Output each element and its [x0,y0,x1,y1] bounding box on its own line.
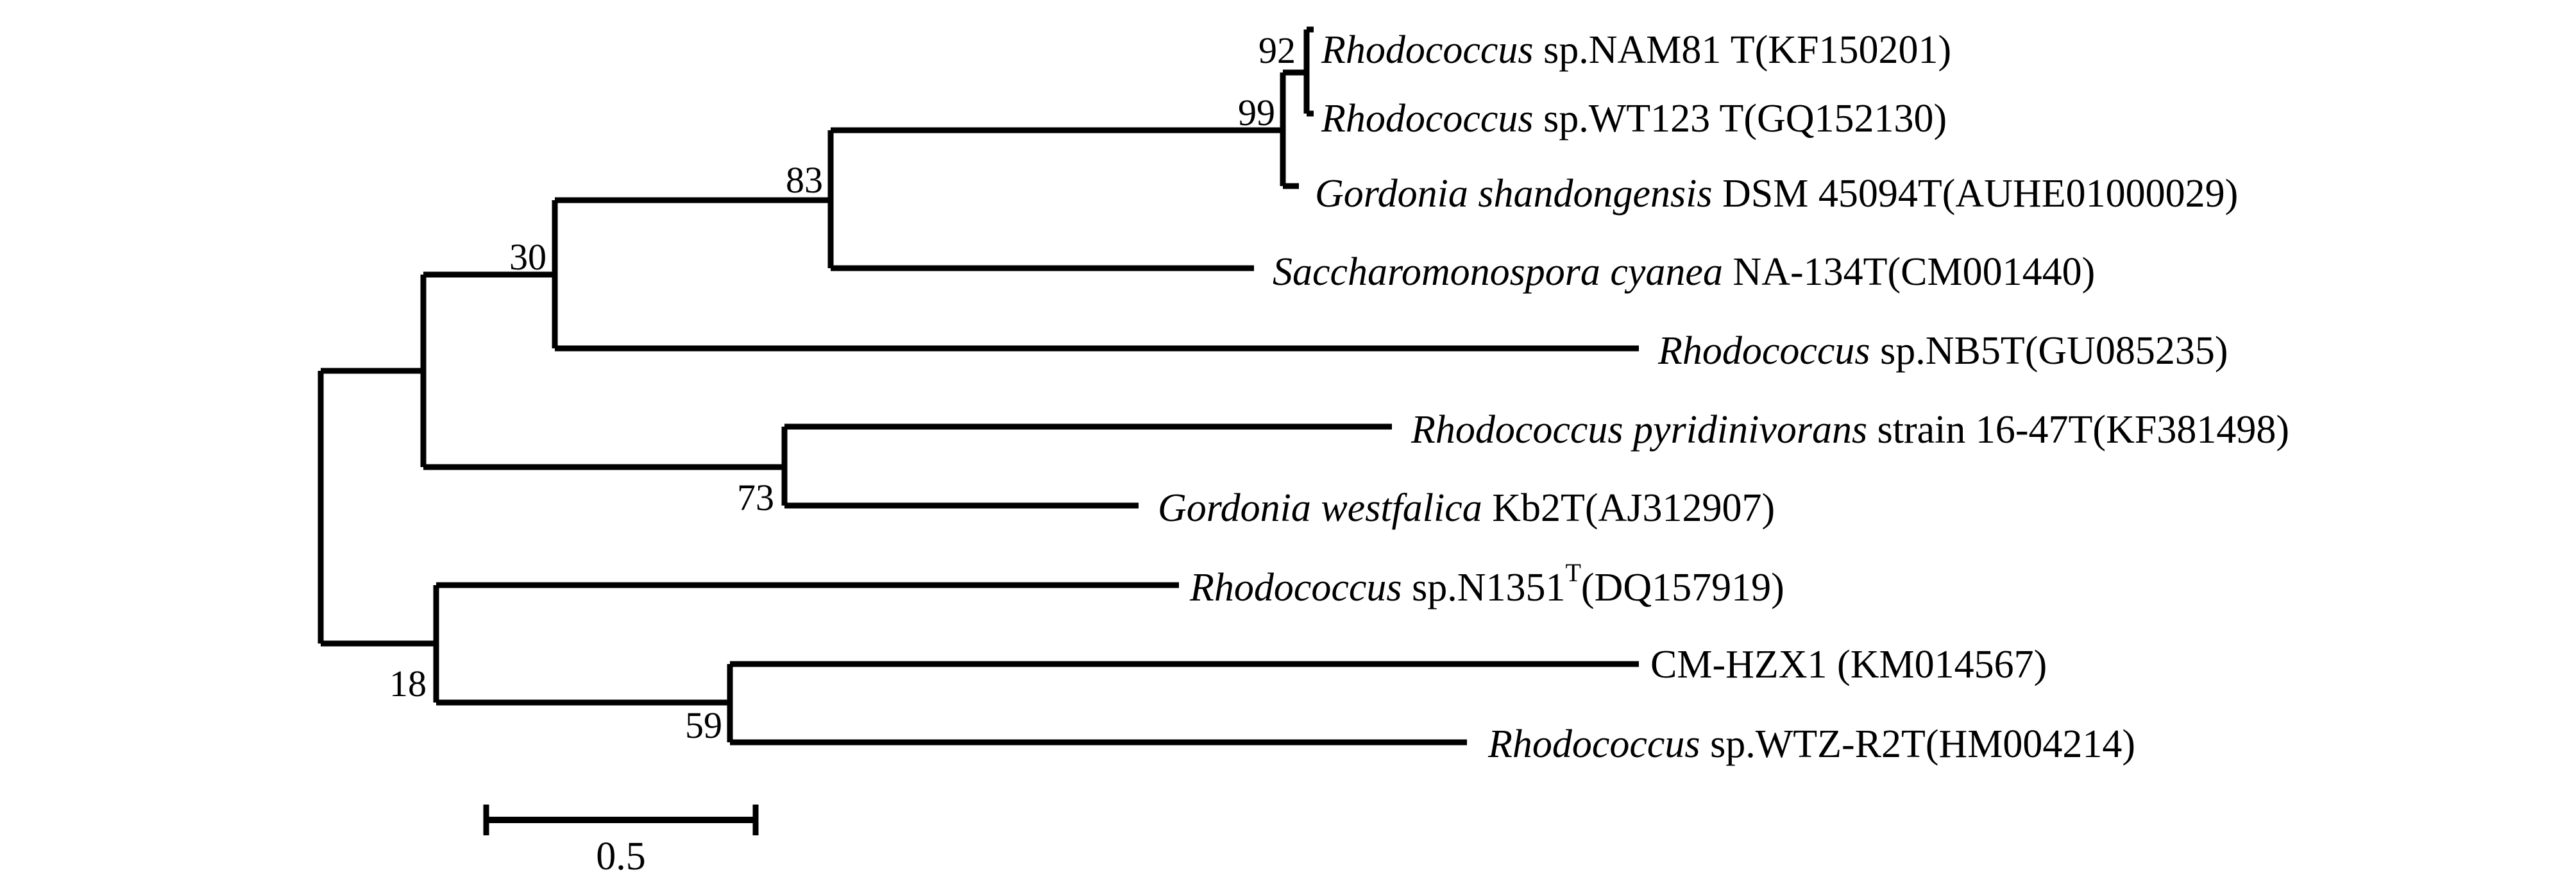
bootstrap-label-92: 92 [1258,30,1296,71]
leaf-label-n1351: Rhodococcus sp.N1351T(DQ157919) [1189,558,1784,610]
bootstrap-label-59: 59 [685,704,722,746]
scale-bar-label: 0.5 [596,835,646,878]
leaf-label-wtzr2t: Rhodococcus sp.WTZ-R2T(HM004214) [1487,722,2135,766]
leaf-label-shandongensis: Gordonia shandongensis DSM 45094T(AUHE01… [1315,172,2238,216]
leaf-label-westfalica: Gordonia westfalica Kb2T(AJ312907) [1158,486,1775,530]
bootstrap-label-18: 18 [389,663,427,704]
leaf-label-nb5t: Rhodococcus sp.NB5T(GU085235) [1657,329,2228,373]
leaf-label-nam81: Rhodococcus sp.NAM81 T(KF150201) [1321,28,1951,72]
bootstrap-label-73: 73 [737,477,774,518]
bootstrap-label-99: 99 [1238,92,1275,133]
leaf-label-cmhzx1: CM-HZX1 (KM014567) [1650,643,2047,686]
leaf-label-cyanea: Saccharomonospora cyanea NA-134T(CM00144… [1273,250,2095,294]
leaf-label-wt123: Rhodococcus sp.WT123 T(GQ152130) [1321,97,1947,141]
bootstrap-label-83: 83 [786,159,823,201]
leaf-label-pyridinivorans: Rhodococcus pyridinivorans strain 16-47T… [1411,408,2289,452]
bootstrap-label-30: 30 [509,236,547,278]
